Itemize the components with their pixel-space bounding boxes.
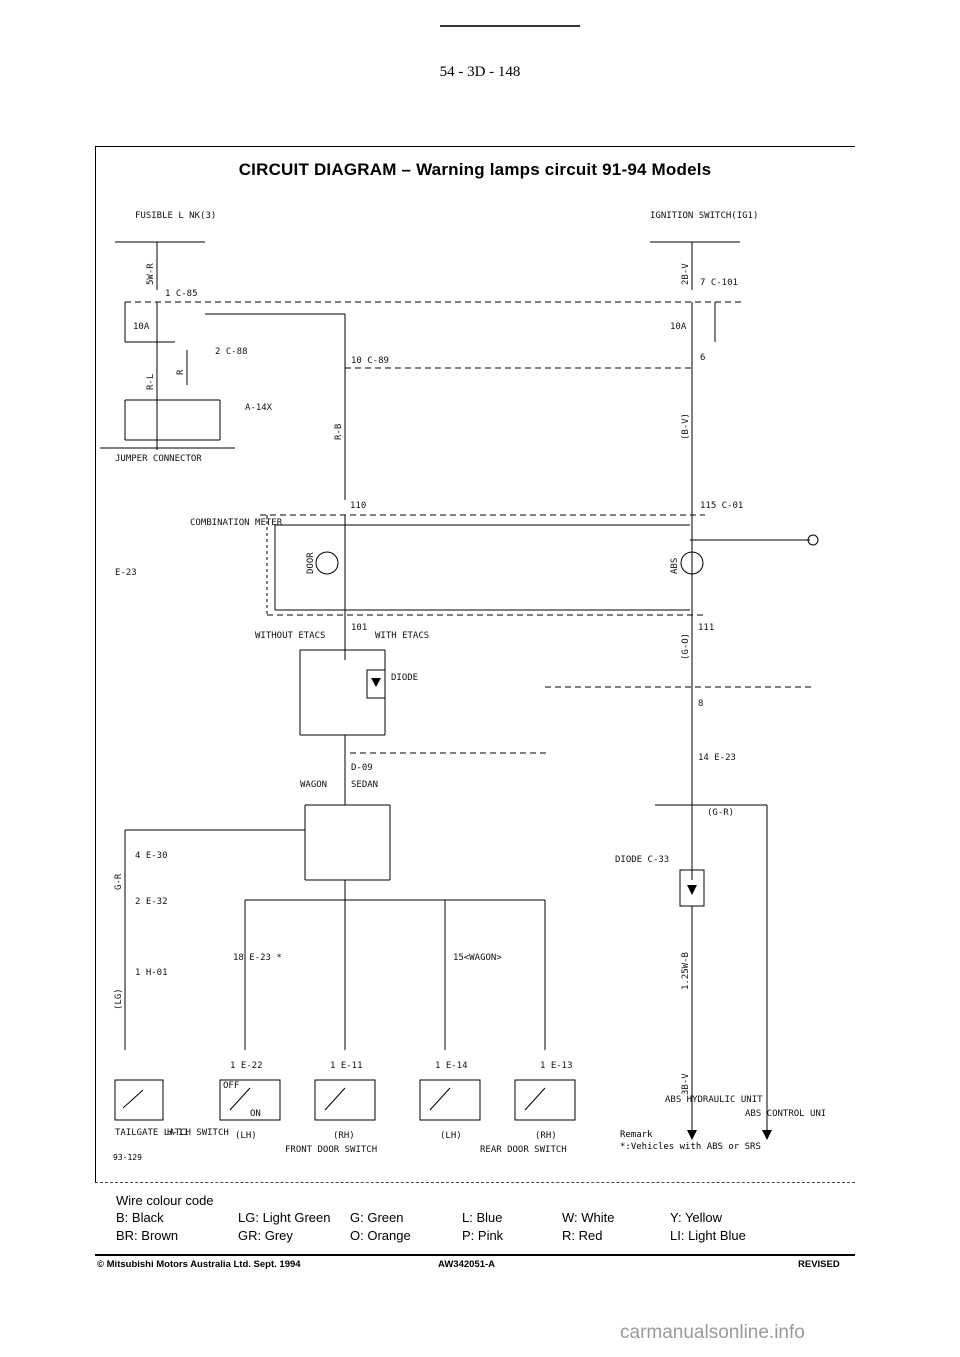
connector-e11: 1 E-11 xyxy=(330,1061,363,1071)
connector-e23-right: 14 E-23 xyxy=(698,753,736,763)
connector-c89: 10 C-89 xyxy=(351,356,389,366)
frame-bottom-rule xyxy=(95,1182,855,1183)
frame-top-rule xyxy=(95,146,855,147)
combination-meter-label: COMBINATION METER xyxy=(190,518,283,528)
wire-gr-right: (G-R) xyxy=(707,808,734,818)
wire-rb: R-B xyxy=(334,424,344,440)
page-reference: 54 - 3D - 148 xyxy=(439,64,521,80)
legend-item: B: Black xyxy=(116,1210,164,1225)
lamp-111-label: 111 xyxy=(698,623,714,633)
connector-h11: H-11 xyxy=(167,1128,189,1138)
switch-off-label: OFF xyxy=(223,1081,239,1091)
connector-d09: D-09 xyxy=(351,763,373,773)
wire-lg: (LG) xyxy=(114,988,124,1010)
front-door-switch-label: FRONT DOOR SWITCH xyxy=(285,1145,377,1155)
figure-id: 93-129 xyxy=(113,1153,142,1162)
fuse-1-rating: 10A xyxy=(670,322,687,332)
connector-e30: 4 E-30 xyxy=(135,851,168,861)
circuit-diagram: FUSIBLE L NK(3) IGNITION SWITCH(IG1) 1 C… xyxy=(100,211,825,1155)
frame-left-rule xyxy=(95,146,96,1182)
connector-h01: 1 H-01 xyxy=(135,968,168,978)
connector-e22: 1 E-22 xyxy=(230,1061,263,1071)
legend-item: W: White xyxy=(562,1210,615,1225)
connector-e14: 1 E-14 xyxy=(435,1061,468,1071)
tailgate-switch-label: TAILGATE LATCH SWITCH xyxy=(115,1128,229,1138)
connector-c85: 1 C-85 xyxy=(165,289,198,299)
connector-e32: 2 E-32 xyxy=(135,897,168,907)
legend-item: L: Blue xyxy=(462,1210,503,1225)
wire-2bv: 2B-V xyxy=(681,263,691,285)
remark-heading: Remark xyxy=(620,1130,653,1140)
wire-rl: R-L xyxy=(146,374,156,390)
with-etacs-label: WITH ETACS xyxy=(375,631,429,641)
fuse-19-rating: 10A xyxy=(133,322,150,332)
legend-item: O: Orange xyxy=(350,1228,411,1243)
connector-e23-18: 18 E-23 * xyxy=(233,953,282,963)
wire-go: (G-O) xyxy=(681,633,691,660)
door-lamp-label: DOOR xyxy=(306,552,316,574)
rear-door-switch-label: REAR DOOR SWITCH xyxy=(480,1145,567,1155)
lamp-101-label: 101 xyxy=(351,623,367,633)
wire-r: R xyxy=(176,369,186,375)
legend-item: P: Pink xyxy=(462,1228,504,1243)
pin-6-label: 6 xyxy=(700,353,705,363)
rear-rh-label: (RH) xyxy=(535,1131,557,1141)
legend-item: R: Red xyxy=(562,1228,603,1243)
wire-colour-legend: B: Black LG: Light Green G: Green L: Blu… xyxy=(116,1210,780,1243)
watermark: carmanualsonline.info xyxy=(620,1322,805,1343)
abs-control-unit-label: ABS CONTROL UNIT xyxy=(745,1109,825,1119)
without-etacs-label: WITHOUT ETACS xyxy=(255,631,325,641)
fusible-link-label: FUSIBLE L NK(3) xyxy=(135,211,216,221)
jumper-connector-label: JUMPER CONNECTOR xyxy=(115,454,202,464)
sedan-label: SEDAN xyxy=(351,780,378,790)
pin-8-label: 8 xyxy=(698,699,703,709)
abs-hydraulic-unit-label: ABS HYDRAULIC UNIT xyxy=(665,1095,763,1105)
legend-item: G: Green xyxy=(350,1210,404,1225)
wire-gr-left: G-R xyxy=(114,873,124,890)
connector-e23-left: E-23 xyxy=(115,568,137,578)
connector-c01: 115 C-01 xyxy=(700,501,743,511)
front-rh-label: (RH) xyxy=(333,1131,355,1141)
diode-label: DIODE xyxy=(391,673,418,683)
wire-3bv: 3B-V xyxy=(681,1073,691,1095)
legend-item: Y: Yellow xyxy=(670,1210,723,1225)
legend-item: LG: Light Green xyxy=(238,1210,331,1225)
lamp-110-label: 110 xyxy=(350,501,366,511)
scan-mark xyxy=(440,25,580,27)
footer-rule xyxy=(95,1254,855,1256)
connector-a14x: A-14X xyxy=(245,403,273,413)
legend-item: GR: Grey xyxy=(238,1228,293,1243)
footer-copyright: © Mitsubishi Motors Australia Ltd. Sept.… xyxy=(97,1259,301,1270)
connector-e23-15: 15<WAGON> xyxy=(453,953,502,963)
wire-bv: (B-V) xyxy=(681,413,691,440)
connector-e13: 1 E-13 xyxy=(540,1061,573,1071)
remark-text: *:Vehicles with ABS or SRS xyxy=(620,1142,761,1152)
rear-lh-label: (LH) xyxy=(440,1131,462,1141)
footer-doc-code: AW342051-A xyxy=(438,1259,496,1270)
connector-c101: 7 C-101 xyxy=(700,278,738,288)
legend-item: LI: Light Blue xyxy=(670,1228,746,1243)
diode-c33-label: DIODE C-33 xyxy=(615,855,669,865)
switch-on-label: ON xyxy=(250,1109,261,1119)
diagram-title: CIRCUIT DIAGRAM – Warning lamps circuit … xyxy=(238,160,712,179)
front-lh-label: (LH) xyxy=(235,1131,257,1141)
connector-c88: 2 C-88 xyxy=(215,347,248,357)
legend-title: Wire colour code xyxy=(116,1193,214,1208)
wire-5wr: 5W-R xyxy=(146,263,156,285)
footer-status: REVISED xyxy=(798,1259,840,1270)
abs-lamp-label: ABS xyxy=(670,558,680,574)
remark: Remark *:Vehicles with ABS or SRS xyxy=(620,1129,761,1153)
legend-item: BR: Brown xyxy=(116,1228,179,1243)
wagon-label: WAGON xyxy=(300,780,327,790)
wire-125wb: 1.25W-B xyxy=(681,952,691,990)
ignition-switch-label: IGNITION SWITCH(IG1) xyxy=(650,211,758,221)
